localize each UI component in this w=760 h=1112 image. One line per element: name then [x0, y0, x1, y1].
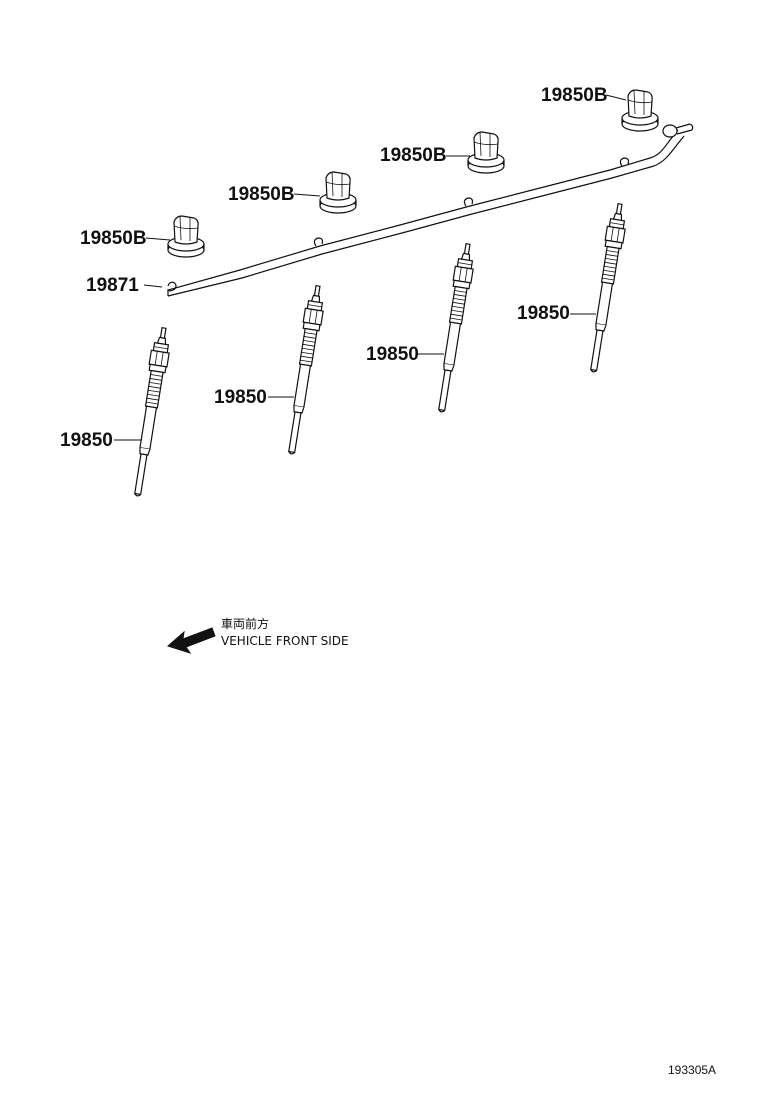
- callout-connector-2: 19850B: [228, 184, 295, 205]
- figure-number: 193305A: [668, 1063, 716, 1077]
- callout-connector-4: 19850B: [541, 85, 608, 106]
- glow-plug-1: [127, 325, 174, 498]
- direction-note-english: VEHICLE FRONT SIDE: [221, 634, 349, 648]
- connector-19850b-1: [167, 215, 205, 258]
- callout-plug-3: 19850: [366, 344, 419, 365]
- callout-harness: 19871: [86, 275, 139, 296]
- leader-lines: [114, 94, 627, 441]
- connector-19850b-3: [467, 131, 505, 174]
- glow-plug-4: [583, 201, 630, 374]
- callout-plug-2: 19850: [214, 387, 267, 408]
- connector-19850b-4: [621, 89, 659, 132]
- glow-plug-3: [431, 241, 478, 414]
- front-arrow-icon: [167, 627, 216, 654]
- callout-plug-1: 19850: [60, 430, 113, 451]
- wire-harness: [166, 123, 694, 297]
- callout-plug-4: 19850: [517, 303, 570, 324]
- connector-19850b-2: [319, 171, 357, 214]
- callout-connector-3: 19850B: [380, 145, 447, 166]
- glow-plug-2: [281, 283, 328, 456]
- callout-connector-1: 19850B: [80, 228, 147, 249]
- direction-note-japanese: 車両前方: [221, 616, 269, 631]
